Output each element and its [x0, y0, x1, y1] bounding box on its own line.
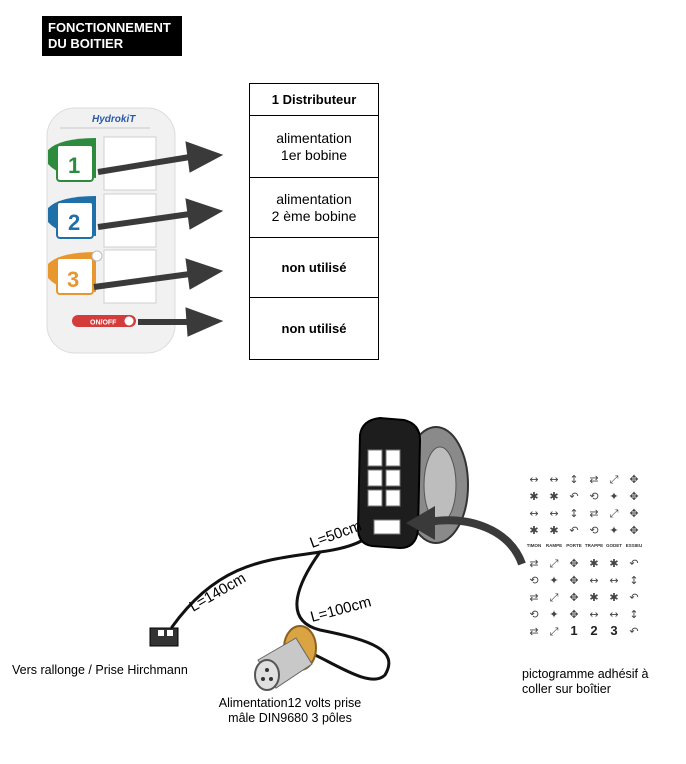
pictogram-icon: ⇄: [529, 625, 538, 638]
pictogram-icon: ✥: [569, 557, 578, 570]
cable-length-140: L=140cm: [187, 570, 249, 616]
pictogram-icon: ✱: [589, 591, 598, 604]
connector-label: Vers rallonge / Prise Hirchmann: [12, 663, 188, 677]
pictogram-icon: ↕: [569, 473, 578, 486]
svg-text:2: 2: [68, 210, 80, 235]
cable-length-100: L=100cm: [309, 593, 373, 625]
handheld-remote: [356, 416, 469, 550]
pictogram-icon: ✥: [629, 524, 638, 537]
table-row: alimentation 2 ème bobine: [250, 177, 378, 237]
pictogram-icon: ↔: [609, 608, 618, 621]
pictogram-icon: ✥: [629, 507, 638, 520]
pictogram-icon: ✱: [609, 557, 618, 570]
pictogram-icon: ↶: [629, 591, 638, 604]
pictogram-icon: ⟲: [529, 608, 538, 621]
title-line-1: FONCTIONNEMENT: [48, 20, 171, 35]
pictogram-row-label: TIMON: [527, 543, 542, 548]
pictogram-icon: ✦: [549, 608, 558, 621]
pictogram-icon: ✱: [549, 524, 558, 537]
pictogram-icon: ✱: [589, 557, 598, 570]
pictogram-row-label: GODET: [606, 543, 622, 548]
pictogram-icon: ↶: [569, 490, 578, 503]
table-row: alimentation 1er bobine: [250, 115, 378, 177]
pictogram-icon: ⤢: [610, 507, 619, 520]
brand-logo: HydrokiT: [92, 114, 136, 125]
arrow-icon: [97, 141, 224, 175]
pictogram-icon: ↔: [589, 608, 598, 621]
pictogram-number: 1: [570, 623, 577, 638]
pictogram-icon: ⤢: [550, 557, 559, 570]
pictogram-icon: ✱: [529, 490, 538, 503]
pictogram-icon: ✥: [569, 608, 578, 621]
pictogram-row-label: ESSIEU: [626, 543, 643, 548]
pictogram-icon: ↔: [549, 473, 558, 486]
pictogram-icon: ✥: [629, 490, 638, 503]
pictogram-icon: ↔: [529, 507, 538, 520]
pictogram-icon: ✱: [549, 490, 558, 503]
pictogram-icon: ✦: [609, 490, 618, 503]
pictogram-icon: ⟲: [589, 490, 598, 503]
pictogram-icon: ⇄: [589, 507, 598, 520]
arrow-icon: [93, 258, 224, 290]
pictogram-icon: ⟲: [529, 574, 538, 587]
remote-button-1: 1: [48, 136, 157, 191]
pictogram-icon: ✥: [569, 574, 578, 587]
pictogram-icon: ↶: [629, 557, 638, 570]
pictogram-icon: ✥: [569, 591, 578, 604]
pictogram-icon: ✱: [529, 524, 538, 537]
svg-text:ON/OFF: ON/OFF: [90, 320, 117, 327]
cable-length-50: L=50cm: [308, 517, 364, 551]
svg-text:3: 3: [67, 267, 79, 292]
table-row: non utilisé: [250, 297, 378, 359]
table-row: non utilisé: [250, 237, 378, 297]
curved-arrow-icon: [406, 506, 526, 566]
pictogram-icon: ↔: [549, 507, 558, 520]
plug-label: Alimentation12 volts prise mâle DIN9680 …: [218, 696, 362, 725]
arrows-to-table: [93, 141, 224, 337]
pictogram-icon: ↔: [529, 473, 538, 486]
sticker-label: pictogramme adhésif à coller sur boîtier: [522, 667, 649, 696]
pictogram-row-label: TRAPPE: [585, 543, 603, 548]
arrow-icon: [97, 198, 224, 230]
hirschmann-connector: [149, 627, 179, 647]
pictogram-icon: ⇄: [529, 557, 538, 570]
title-line-2: DU BOITIER: [48, 36, 124, 51]
pictogram-icon: ↔: [589, 574, 598, 587]
pictogram-row-label: PORTE: [566, 543, 582, 548]
function-table: 1 Distributeur alimentation 1er bobine a…: [249, 83, 379, 360]
pictogram-row-label: RAMPE: [546, 543, 562, 548]
pictogram-icon: ↕: [629, 574, 638, 587]
pictogram-icon: ✦: [609, 524, 618, 537]
pictogram-icon: ↕: [569, 507, 578, 520]
din-plug: [254, 625, 317, 691]
pictogram-icon: ↕: [629, 608, 638, 621]
pictogram-icon: ✥: [629, 473, 638, 486]
pictogram-icon: ⤢: [610, 473, 619, 486]
pictogram-number: 3: [610, 623, 617, 638]
on-off-switch: ON/OFF: [72, 315, 136, 327]
pictogram-icon: ⤢: [550, 625, 559, 638]
section-title: FONCTIONNEMENT DU BOITIER: [42, 16, 182, 56]
table-row: 1 Distributeur: [271, 92, 357, 107]
pictogram-icon: ⤢: [550, 591, 559, 604]
pictogram-icon: ↶: [629, 625, 638, 638]
pictogram-icon: ✦: [549, 574, 558, 587]
arrow-icon: [138, 307, 224, 337]
svg-text:1: 1: [68, 153, 80, 178]
pictogram-icon: ⇄: [529, 591, 538, 604]
pictogram-number: 2: [590, 623, 597, 638]
pictogram-icon: ↶: [569, 524, 578, 537]
pictogram-icon: ⇄: [589, 473, 598, 486]
pictogram-icon: ✱: [609, 591, 618, 604]
pictogram-icon: ↔: [609, 574, 618, 587]
pictogram-icon: ⟲: [589, 524, 598, 537]
